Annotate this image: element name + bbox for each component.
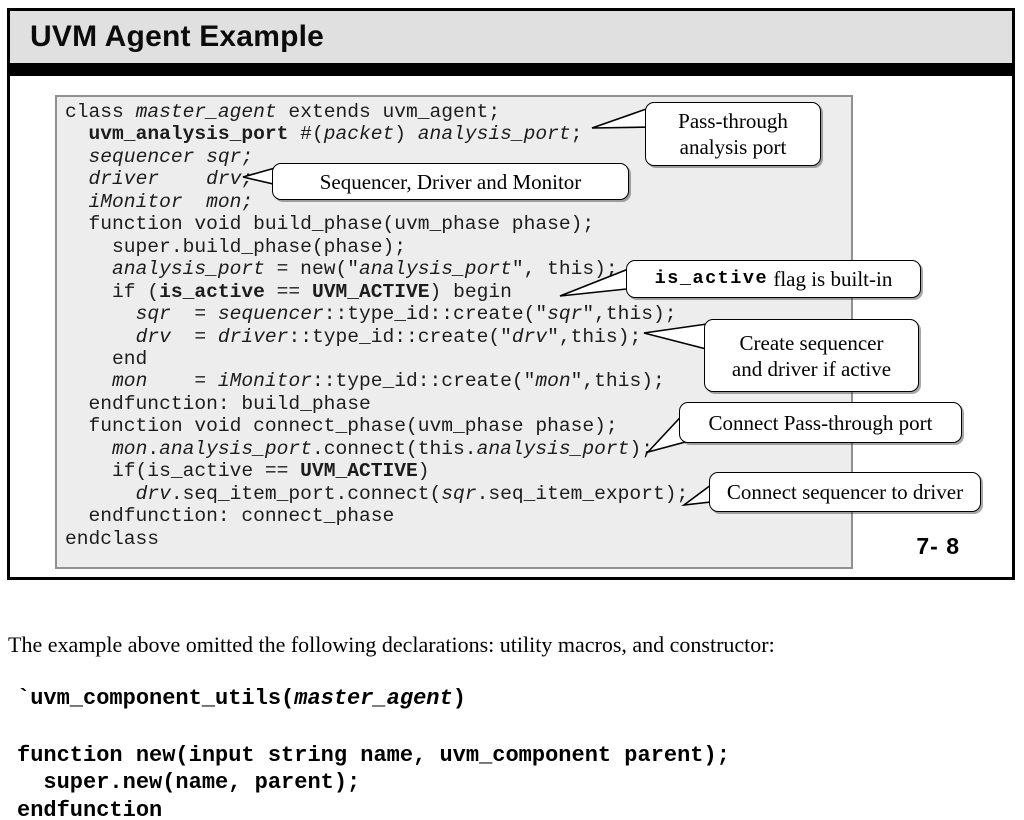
- code-line: end: [65, 347, 148, 370]
- code-line: function void build_phase(uvm_phase phas…: [65, 213, 595, 236]
- code-line: sqr = sequencer::type_id::create("sqr",t…: [135, 303, 677, 326]
- callout-text: Connect Pass-through port: [708, 410, 933, 435]
- code-line: mon.analysis_port.connect(this.analysis_…: [112, 437, 653, 460]
- code-line: endclass: [65, 527, 160, 550]
- slide-title: UVM Agent Example: [30, 20, 325, 53]
- code-line: class master_agent extends uvm_agent;: [65, 101, 501, 123]
- callout-tail-is-active: [559, 264, 637, 297]
- constructor-line: endfunction: [17, 797, 163, 820]
- code-line: uvm_analysis_port #(packet) analysis_por…: [88, 123, 583, 146]
- callout-is-active-flag: is_active flag is built-in: [626, 260, 921, 298]
- code-line: analysis_port = new("analysis_port", thi…: [112, 258, 618, 281]
- callout-tail-pass-through: [591, 105, 653, 129]
- callout-connect-pass-through-port: Connect Pass-through port: [679, 402, 962, 443]
- code-line: if(is_active == UVM_ACTIVE): [65, 460, 430, 483]
- notes-paragraph: The example above omitted the following …: [8, 632, 775, 657]
- callout-create-sequencer-driver: Create sequencer and driver if active: [704, 319, 919, 392]
- callout-text: Sequencer, Driver and Monitor: [319, 169, 582, 194]
- constructor-code: function new(input string name, uvm_comp…: [17, 742, 730, 820]
- macro-argument: master_agent: [294, 686, 453, 711]
- constructor-line: function new(input string name, uvm_comp…: [17, 743, 730, 768]
- code-line: driver drv;: [88, 168, 254, 191]
- code-line: function void connect_phase(uvm_phase ph…: [65, 415, 618, 438]
- code-line: iMonitor mon;: [88, 190, 254, 213]
- callout-text: analysis port: [679, 135, 787, 159]
- callout-text: and driver if active: [731, 356, 892, 381]
- utility-macro-line: `uvm_component_utils(master_agent): [17, 686, 466, 712]
- callout-text: Connect sequencer to driver: [726, 480, 964, 504]
- slide-title-bar: UVM Agent Example: [10, 11, 1012, 76]
- callout-code-text: is_active: [654, 267, 769, 289]
- code-lines: class master_agent extends uvm_agent; uv…: [65, 101, 851, 550]
- macro-prefix: `uvm_component_utils(: [17, 686, 295, 711]
- callout-connect-sequencer-to-driver: Connect sequencer to driver: [709, 472, 981, 512]
- code-line: sequencer sqr;: [88, 145, 254, 168]
- code-line: mon = iMonitor::type_id::create("mon",th…: [112, 370, 665, 393]
- macro-suffix: ): [452, 686, 466, 711]
- callout-text: flag is built-in: [768, 267, 893, 291]
- code-line: drv = driver::type_id::create("drv",this…: [135, 325, 642, 348]
- constructor-line: super.new(name, parent);: [17, 770, 361, 796]
- callout-text: Create sequencer: [739, 330, 884, 355]
- code-line: endfunction: build_phase: [65, 392, 371, 415]
- code-line: drv.seq_item_port.connect(sqr.seq_item_e…: [135, 482, 689, 505]
- callout-pass-through-analysis-port: Pass-through analysis port: [645, 102, 821, 166]
- callout-sequencer-driver-monitor: Sequencer, Driver and Monitor: [272, 163, 629, 200]
- code-line: if (is_active == UVM_ACTIVE) begin: [65, 280, 512, 303]
- callout-text: Pass-through: [678, 109, 788, 133]
- code-line: endfunction: connect_phase: [65, 505, 395, 528]
- code-line: super.build_phase(phase);: [65, 235, 406, 258]
- page-number: 7- 8: [916, 533, 960, 559]
